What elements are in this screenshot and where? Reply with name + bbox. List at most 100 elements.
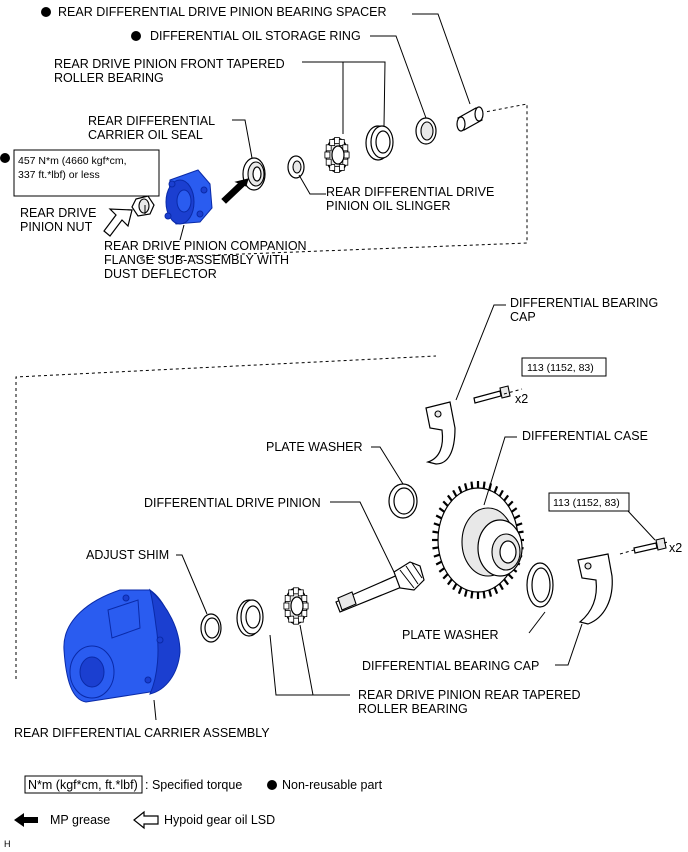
ring-gear-tooth	[432, 530, 439, 534]
label-oil-storage-ring: DIFFERENTIAL OIL STORAGE RING	[150, 29, 361, 43]
torque-box-cap-top	[521, 357, 607, 377]
carrier-oil-seal-part	[242, 157, 266, 191]
label-rear-bearing-2: ROLLER BEARING	[358, 702, 468, 716]
ring-gear-tooth	[498, 583, 504, 591]
cap-bolt-bottom-part	[633, 537, 667, 554]
label-front-bearing-1: REAR DRIVE PINION FRONT TAPERED	[54, 57, 285, 71]
adjust-shim-part	[200, 613, 222, 643]
legend-non-reusable-text: Non-reusable part	[282, 778, 383, 792]
ring-gear-tooth	[516, 522, 523, 527]
bearing-roller	[338, 164, 345, 171]
bearing-roller	[293, 587, 299, 595]
plate-washer-top-part	[388, 483, 418, 519]
ring-gear-tooth	[488, 589, 493, 597]
leader-lines	[144, 13, 669, 721]
bearing-roller	[325, 158, 332, 166]
label-oil-seal-1: REAR DIFFERENTIAL	[88, 114, 215, 128]
ring-gear-tooth	[513, 514, 521, 520]
label-oil-seal-2: CARRIER OIL SEAL	[88, 128, 203, 142]
ring-gear-tooth	[463, 483, 468, 491]
front-bearing-cone-part	[324, 137, 350, 173]
bearing-roller	[301, 595, 308, 602]
label-flange-3: DUST DEFLECTOR	[104, 267, 217, 281]
mp-grease-arrow-icon	[221, 178, 249, 204]
non-reusable-bullet-icon	[0, 153, 10, 163]
ring-gear-tooth	[432, 546, 439, 550]
ring-gear-tooth	[438, 507, 446, 513]
ring-gear-tooth	[442, 500, 449, 507]
ring-gear-tooth	[452, 489, 458, 497]
legend-torque-box	[24, 775, 143, 794]
label-adjust-shim: ADJUST SHIM	[86, 548, 169, 562]
ring-gear-tooth	[446, 494, 453, 502]
ring-gear-tooth	[433, 553, 440, 558]
hypoid-oil-arrow-icon	[103, 208, 133, 237]
bearing-roller	[288, 589, 295, 597]
torque-cap-top: 113 (1152, 83)	[527, 362, 594, 374]
ring-gear-tooth	[493, 485, 499, 494]
torque-cap-bottom: 113 (1152, 83)	[553, 497, 620, 509]
ring-gear-tooth	[435, 514, 443, 520]
bearing-roller	[338, 139, 345, 146]
bearing-roller	[297, 589, 304, 597]
ring-gear-tooth	[463, 589, 468, 597]
oil-slinger-part	[287, 155, 305, 179]
label-plate-washer-top: PLATE WASHER	[266, 440, 363, 454]
torque-box-nut	[13, 149, 160, 197]
legend-hypoid-text: Hypoid gear oil LSD	[164, 813, 275, 827]
non-reusable-bullet-icon	[131, 31, 141, 41]
bearing-roller	[342, 158, 349, 166]
companion-flange-part	[164, 169, 213, 225]
torque-box-cap-bottom	[548, 492, 630, 512]
label-pinion-nut-1: REAR DRIVE	[20, 206, 96, 220]
bearing-roller	[302, 602, 309, 610]
label-bearing-cap-top-1: DIFFERENTIAL BEARING	[510, 296, 658, 310]
ring-gear-tooth	[507, 573, 514, 580]
ring-gear-tooth	[470, 591, 474, 599]
drive-pinion-part	[335, 561, 425, 613]
legend: N*m (kgf*cm, ft.*lbf) : Specified torque…	[4, 775, 383, 849]
torque-nut-line2: 337 ft.*lbf) or less	[18, 169, 100, 181]
legend-torque-units: N*m (kgf*cm, ft.*lbf)	[28, 778, 138, 792]
legend-mp-grease-text: MP grease	[50, 813, 110, 827]
bearing-roller	[334, 165, 340, 173]
plate-washer-bottom-part	[526, 562, 554, 608]
ring-gear-tooth	[433, 522, 440, 527]
ring-gear-tooth	[503, 578, 510, 586]
ring-gear-tooth	[482, 591, 486, 599]
ring-gear-tooth	[482, 481, 486, 489]
label-front-bearing-2: ROLLER BEARING	[54, 71, 164, 85]
bearing-roller	[329, 139, 336, 146]
ring-gear-tooth	[452, 583, 458, 591]
oil-storage-ring-part	[415, 117, 437, 145]
bearing-roller	[283, 602, 290, 610]
bearing-roller	[284, 610, 291, 617]
carrier-assembly-part	[63, 588, 181, 703]
cap-bolt-top-part	[473, 385, 511, 404]
bearing-roller	[297, 615, 304, 623]
qty-cap-bolt-bottom: x2	[669, 541, 682, 555]
bearing-roller	[301, 610, 308, 617]
legend-torque-text: : Specified torque	[145, 778, 242, 792]
ring-gear-tooth	[470, 481, 474, 489]
ring-gear-tooth	[442, 573, 449, 580]
bearing-cap-top-part	[425, 401, 456, 465]
pinion-nut-part	[131, 195, 155, 217]
ring-gear-tooth	[438, 567, 446, 573]
differential-case-part	[432, 481, 524, 599]
bearing-roller	[284, 595, 291, 602]
ring-gear-tooth	[435, 560, 443, 566]
legend-mp-grease-arrow-icon	[14, 813, 38, 827]
rear-bearing-outer-race-part	[236, 599, 264, 637]
ring-gear-tooth	[446, 578, 453, 586]
bearing-roller	[329, 164, 336, 171]
bearing-spacer-part	[456, 106, 484, 132]
bearing-roller	[324, 151, 331, 159]
bearing-roller	[343, 151, 350, 159]
ring-gear-tooth	[507, 500, 514, 507]
label-flange-2: FLANGE SUB-ASSEMBLY WITH	[104, 253, 289, 267]
rear-bearing-cone-part	[283, 587, 309, 625]
corner-mark: H	[4, 839, 11, 849]
bearing-cap-bottom-part	[577, 553, 613, 625]
